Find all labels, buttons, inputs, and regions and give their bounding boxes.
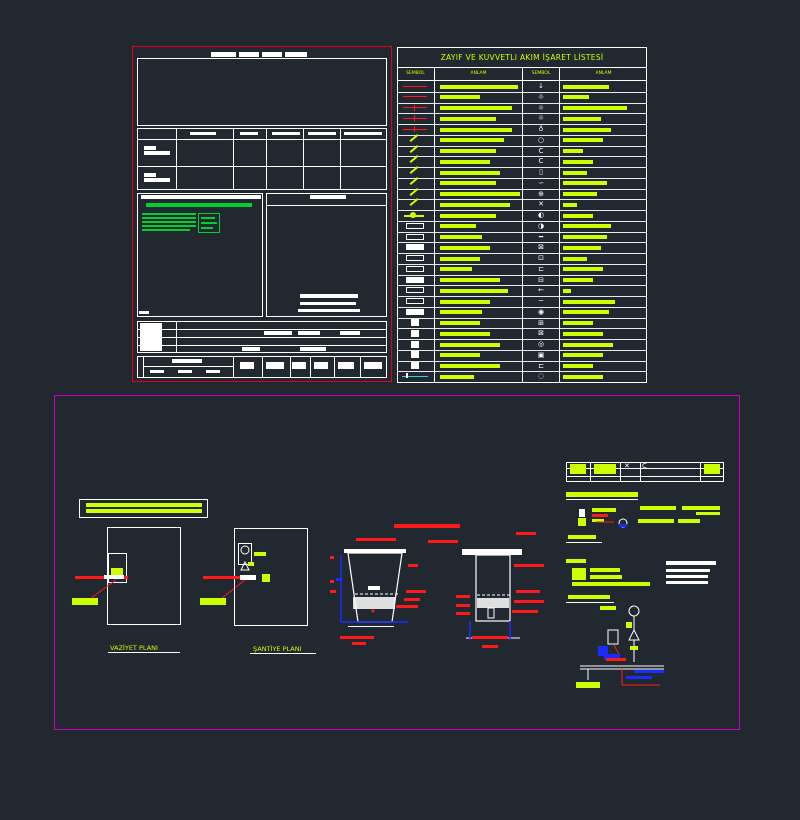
meaning-bar bbox=[440, 288, 508, 293]
meaning-bar bbox=[563, 353, 603, 358]
meaning-bar bbox=[563, 374, 603, 379]
meaning-bar bbox=[563, 159, 593, 164]
meaning-bar bbox=[440, 256, 480, 261]
meaning-bar bbox=[440, 159, 490, 164]
meaning-bar bbox=[440, 267, 472, 272]
header-symbol-2: SEMBOL bbox=[531, 71, 551, 76]
meaning-bar bbox=[563, 84, 609, 89]
meaning-bar bbox=[563, 149, 583, 153]
meaning-bar bbox=[563, 224, 611, 229]
meaning-bar bbox=[440, 364, 500, 368]
meaning-bar bbox=[563, 116, 601, 121]
meaning-bar bbox=[440, 106, 512, 110]
construction-plan-label: ŞANTİYE PLANI bbox=[253, 645, 302, 653]
meaning-bar bbox=[440, 353, 480, 358]
meaning-bar bbox=[440, 84, 518, 89]
meaning-bar bbox=[563, 299, 615, 304]
meaning-bar bbox=[563, 342, 613, 347]
meaning-bar bbox=[563, 202, 577, 207]
meaning-bar bbox=[563, 127, 611, 132]
notes-box bbox=[137, 193, 263, 317]
meaning-bar bbox=[440, 181, 496, 186]
meaning-bar bbox=[563, 138, 603, 143]
meaning-bar bbox=[440, 192, 520, 196]
plan-title-box bbox=[79, 499, 208, 518]
meaning-bar bbox=[563, 364, 593, 368]
meaning-bar bbox=[440, 278, 500, 282]
meaning-bar bbox=[440, 202, 510, 207]
meaning-bar bbox=[563, 288, 571, 293]
meaning-bar bbox=[440, 213, 496, 218]
meaning-bar bbox=[563, 106, 627, 110]
meaning-bar bbox=[563, 192, 597, 196]
meaning-bar bbox=[440, 95, 480, 100]
meaning-bar bbox=[440, 149, 496, 153]
meaning-bar bbox=[563, 95, 589, 100]
site-plan-label: VAZİYET PLANI bbox=[110, 644, 158, 652]
meaning-bar bbox=[563, 213, 593, 218]
meaning-bar bbox=[440, 170, 500, 175]
title-sheet[interactable] bbox=[132, 46, 392, 382]
revision-table bbox=[137, 128, 387, 190]
meaning-bar bbox=[440, 321, 480, 325]
meaning-bar bbox=[563, 267, 603, 272]
meaning-bar bbox=[440, 374, 474, 379]
plan-sheet[interactable] bbox=[54, 395, 740, 730]
meaning-bar bbox=[563, 170, 587, 175]
meaning-bar bbox=[440, 342, 500, 347]
meaning-bar bbox=[563, 331, 603, 336]
meaning-bar bbox=[563, 256, 587, 261]
meaning-bar bbox=[563, 310, 609, 315]
meaning-bar bbox=[440, 138, 504, 143]
symbol-list-title: ZAYIF VE KUVVETLI AKIM İŞARET LİSTESİ bbox=[440, 53, 604, 62]
meaning-bar bbox=[563, 181, 607, 186]
meaning-bar bbox=[440, 310, 482, 315]
meaning-bar bbox=[440, 116, 496, 121]
meaning-bar bbox=[440, 235, 482, 239]
meaning-bar bbox=[440, 127, 512, 132]
meaning-bar bbox=[440, 331, 490, 336]
project-info-box bbox=[137, 58, 387, 126]
detail-legend-strip bbox=[566, 462, 724, 482]
meaning-bar bbox=[563, 235, 607, 239]
meaning-bar bbox=[563, 245, 601, 250]
header-meaning-1: ANLAM bbox=[470, 71, 487, 76]
meaning-bar bbox=[440, 299, 490, 304]
header-meaning-2: ANLAM bbox=[595, 71, 612, 76]
meaning-bar bbox=[563, 278, 593, 282]
meaning-bar bbox=[440, 224, 476, 229]
header-symbol-1: SEMBOL bbox=[406, 71, 425, 76]
approval-box bbox=[266, 193, 387, 317]
meaning-bar bbox=[563, 321, 593, 325]
meaning-bar bbox=[440, 245, 490, 250]
